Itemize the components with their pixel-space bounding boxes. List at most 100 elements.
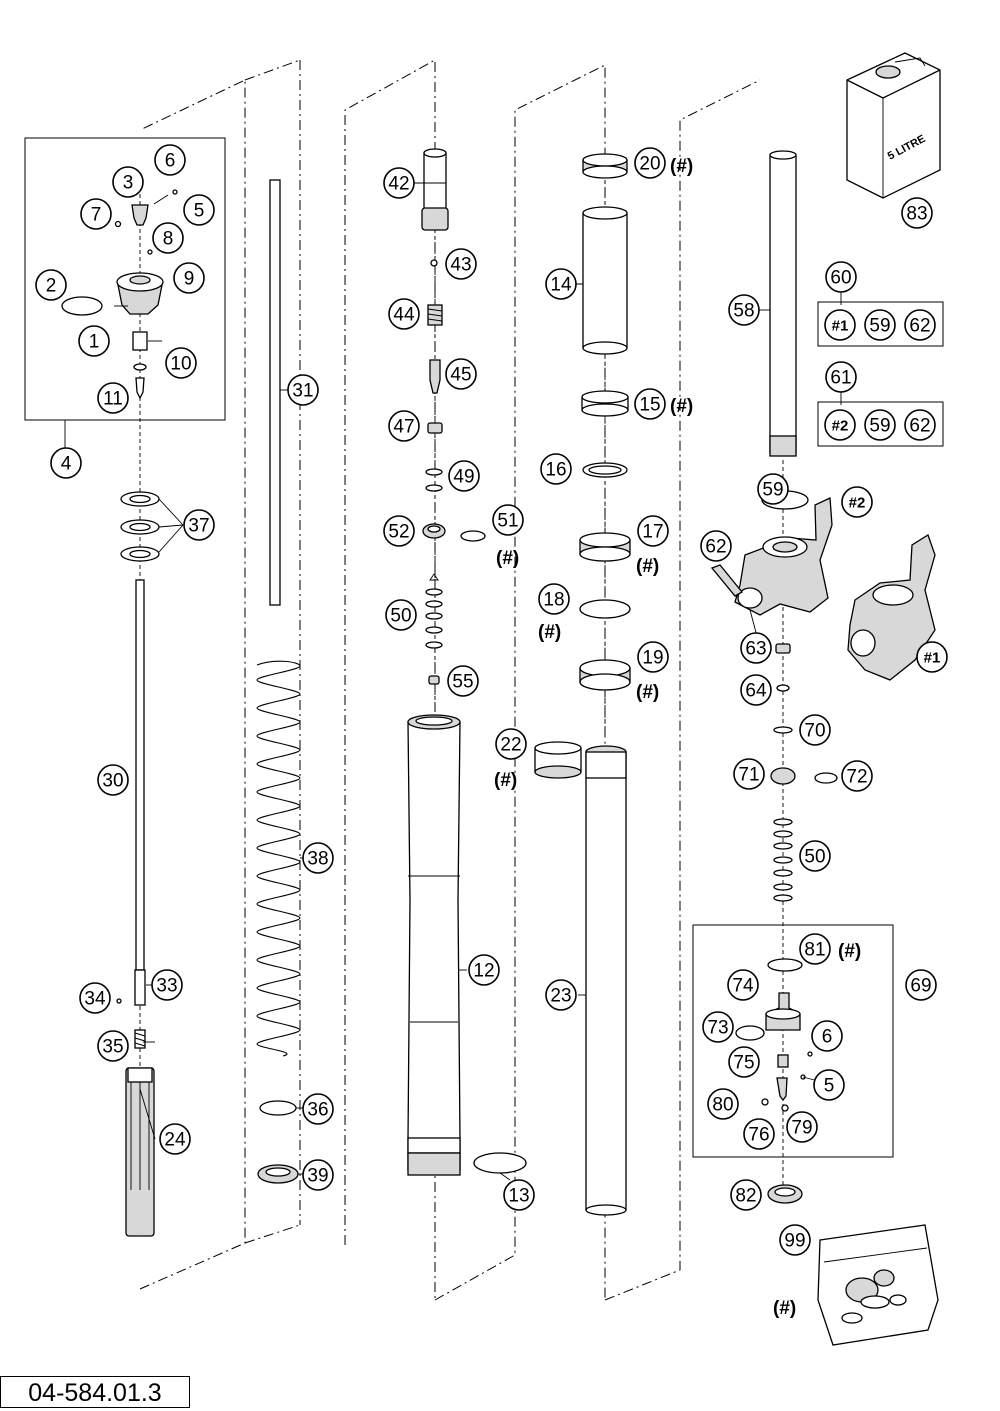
callout-c44: 44 bbox=[388, 298, 420, 330]
shim-50b-4 bbox=[773, 856, 793, 864]
callout-c76: 76 bbox=[743, 1118, 775, 1150]
svg-text:58: 58 bbox=[733, 301, 754, 322]
ring-72 bbox=[814, 772, 838, 784]
svg-text:42: 42 bbox=[388, 174, 409, 195]
callout-c15: 15 bbox=[634, 388, 666, 420]
callout-k61-59: 59 bbox=[864, 409, 896, 441]
callout-c81: 81 bbox=[799, 933, 831, 965]
callout-c23: 23 bbox=[545, 979, 577, 1011]
piston-71 bbox=[770, 767, 796, 785]
callout-cb1: #1 bbox=[916, 641, 948, 673]
note-mark: (#) bbox=[670, 156, 693, 177]
svg-text:63: 63 bbox=[745, 639, 766, 660]
inner-tube-23 bbox=[585, 751, 627, 1211]
note-mark: (#) bbox=[496, 548, 519, 569]
svg-text:31: 31 bbox=[292, 381, 313, 402]
callout-c39: 39 bbox=[302, 1159, 334, 1191]
callout-cb2: #2 bbox=[841, 486, 873, 518]
svg-text:44: 44 bbox=[393, 305, 415, 326]
svg-text:4: 4 bbox=[61, 454, 72, 475]
valve-45 bbox=[429, 359, 441, 394]
svg-text:#1: #1 bbox=[832, 318, 849, 335]
kit-frame-60 bbox=[817, 301, 944, 347]
callout-c17: 17 bbox=[637, 515, 669, 547]
svg-text:36: 36 bbox=[307, 1100, 328, 1121]
kit-frame-61 bbox=[817, 401, 944, 447]
callout-c73: 73 bbox=[702, 1011, 734, 1043]
callout-c83: 83 bbox=[901, 197, 933, 229]
svg-text:43: 43 bbox=[450, 255, 471, 276]
svg-text:18: 18 bbox=[543, 590, 564, 611]
nut-47 bbox=[427, 422, 443, 434]
callout-c42: 42 bbox=[383, 167, 415, 199]
washer-49b bbox=[425, 484, 443, 492]
callout-c36: 36 bbox=[302, 1093, 334, 1125]
spring-38 bbox=[256, 660, 301, 1057]
svg-text:24: 24 bbox=[164, 1130, 186, 1151]
svg-text:47: 47 bbox=[393, 417, 414, 438]
svg-text:6: 6 bbox=[165, 151, 176, 172]
spring-6 bbox=[172, 189, 178, 195]
damper-parts-column bbox=[407, 148, 527, 1176]
repair-kit-bag bbox=[817, 1224, 939, 1346]
svg-text:52: 52 bbox=[388, 522, 409, 543]
svg-text:37: 37 bbox=[188, 516, 209, 537]
svg-text:13: 13 bbox=[508, 1186, 529, 1207]
svg-text:16: 16 bbox=[545, 460, 566, 481]
svg-text:6: 6 bbox=[822, 1027, 833, 1048]
svg-text:71: 71 bbox=[738, 765, 759, 786]
cap-assembly bbox=[61, 189, 178, 400]
svg-text:11: 11 bbox=[103, 389, 123, 410]
outer-tube-12 bbox=[407, 721, 461, 1171]
adjuster-3 bbox=[131, 204, 149, 226]
cylinder-42 bbox=[423, 152, 447, 216]
o-ring-10 bbox=[133, 363, 147, 371]
shim-50b-7 bbox=[773, 894, 793, 902]
callout-c35: 35 bbox=[97, 1030, 129, 1062]
callout-c51: 51 bbox=[492, 504, 524, 536]
svg-text:23: 23 bbox=[550, 986, 571, 1007]
svg-text:#2: #2 bbox=[832, 418, 849, 435]
ball-76 bbox=[761, 1098, 769, 1106]
callout-c2: 2 bbox=[35, 269, 67, 301]
ball-7 bbox=[114, 220, 122, 228]
assembly-frame-69 bbox=[692, 924, 894, 1158]
svg-text:64: 64 bbox=[745, 681, 767, 702]
callout-c11: 11 bbox=[97, 382, 129, 414]
callout-c9: 9 bbox=[173, 262, 205, 294]
oil-can-cap bbox=[875, 65, 901, 79]
callout-c64: 64 bbox=[740, 674, 772, 706]
svg-text:62: 62 bbox=[909, 316, 930, 337]
svg-text:55: 55 bbox=[452, 672, 473, 693]
callout-c61: 61 bbox=[825, 361, 857, 393]
callout-c10: 10 bbox=[165, 347, 197, 379]
svg-text:14: 14 bbox=[550, 275, 572, 296]
spring-column bbox=[256, 179, 301, 1184]
callout-c33: 33 bbox=[151, 969, 183, 1001]
shim-50-5 bbox=[425, 641, 443, 649]
svg-text:34: 34 bbox=[84, 989, 106, 1010]
callout-k60-59: 59 bbox=[864, 309, 896, 341]
nut-55 bbox=[428, 675, 440, 685]
callout-c22: 22 bbox=[495, 728, 527, 760]
callout-c58: 58 bbox=[728, 294, 760, 326]
o-ring-13 bbox=[473, 1152, 527, 1174]
svg-text:20: 20 bbox=[639, 154, 660, 175]
axle-clamp-column bbox=[710, 150, 936, 1204]
svg-text:33: 33 bbox=[156, 976, 177, 997]
svg-text:7: 7 bbox=[91, 205, 102, 226]
drawing-number: 04-584.01.3 bbox=[0, 1376, 190, 1408]
svg-text:3: 3 bbox=[123, 173, 134, 194]
o-ring-2 bbox=[61, 296, 103, 316]
callout-c37: 37 bbox=[183, 509, 215, 541]
shim-50-2 bbox=[425, 600, 443, 608]
callout-c74: 74 bbox=[727, 969, 759, 1001]
svg-text:75: 75 bbox=[733, 1053, 754, 1074]
piston-rod-30 bbox=[135, 579, 145, 971]
callout-c70: 70 bbox=[799, 714, 831, 746]
washer-36 bbox=[259, 1100, 297, 1116]
svg-text:82: 82 bbox=[735, 1186, 756, 1207]
shim-50b-1 bbox=[773, 818, 793, 826]
shim-50-3 bbox=[425, 612, 443, 620]
